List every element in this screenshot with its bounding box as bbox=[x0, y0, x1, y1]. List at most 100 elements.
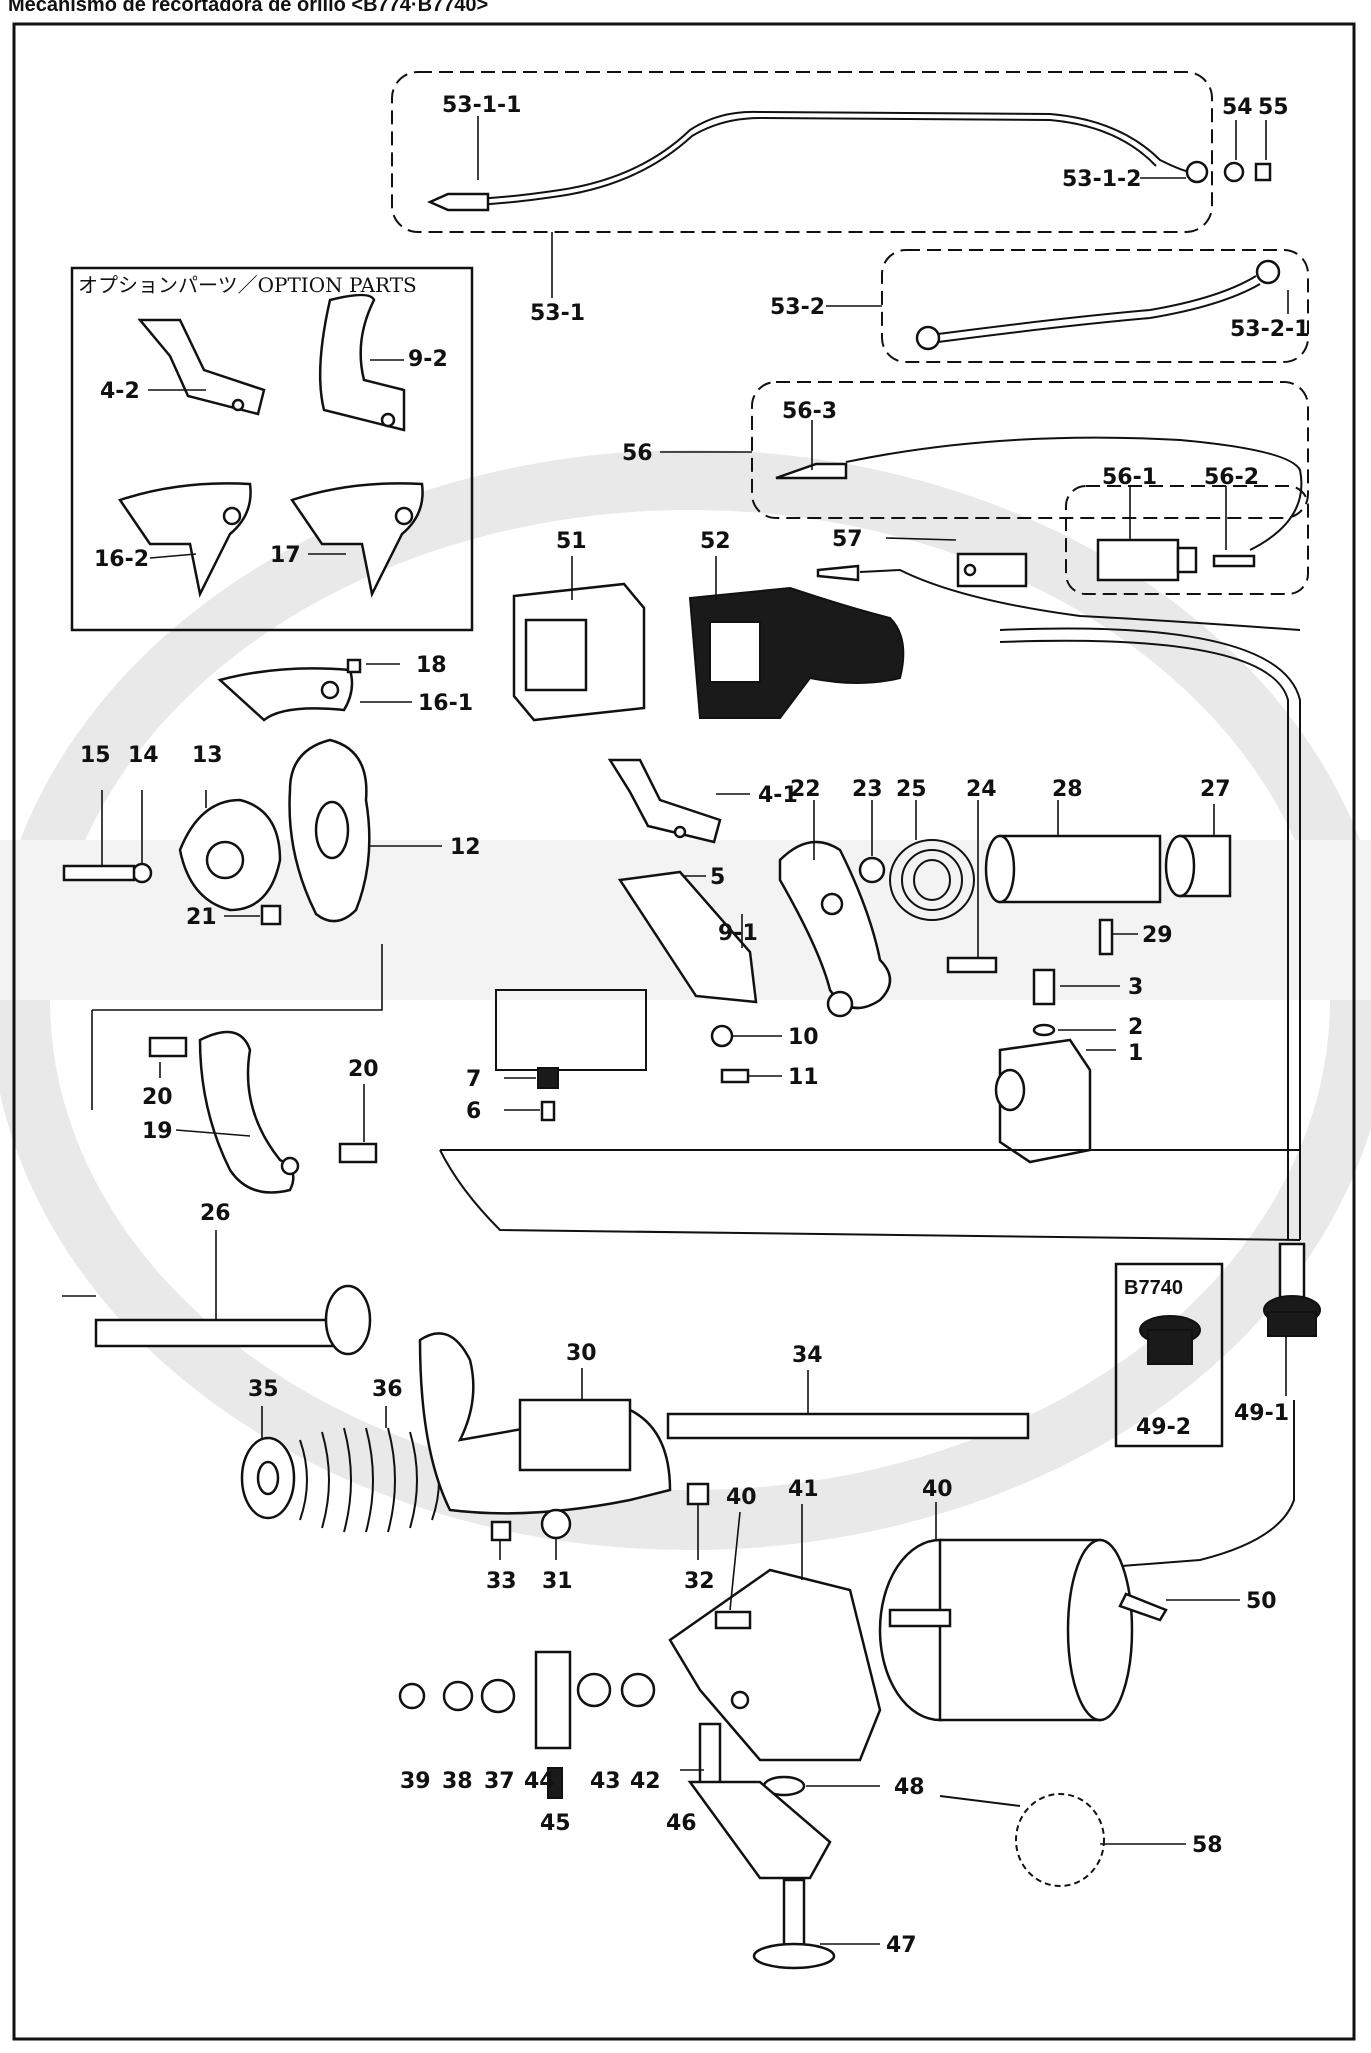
label-57: 57 bbox=[832, 527, 863, 552]
label-49-1: 49-1 bbox=[1234, 1401, 1289, 1426]
part-4-1 bbox=[607, 758, 722, 844]
outer-frame bbox=[12, 22, 1356, 2041]
cable-53-1 bbox=[426, 110, 1272, 212]
part-19-link bbox=[198, 1030, 300, 1194]
label-36: 36 bbox=[372, 1377, 403, 1402]
label-58: 58 bbox=[1192, 1833, 1223, 1858]
label-44: 44 bbox=[524, 1769, 555, 1794]
part-1-holder bbox=[994, 1038, 1092, 1164]
cable-56-box bbox=[751, 381, 1309, 519]
part-12 bbox=[288, 738, 371, 923]
part-32 bbox=[686, 1482, 710, 1506]
part-44 bbox=[534, 1650, 572, 1750]
cable-56 bbox=[775, 436, 1303, 582]
label-46: 46 bbox=[666, 1811, 697, 1836]
b7740-box bbox=[1114, 1262, 1224, 1448]
label-9-1: 9-1 bbox=[718, 921, 758, 946]
part-49-1 bbox=[1263, 1242, 1321, 1337]
part-50 bbox=[1118, 1592, 1168, 1622]
label-56: 56 bbox=[622, 441, 653, 466]
label-17: 17 bbox=[270, 543, 301, 568]
wire-tube-inner bbox=[999, 639, 1289, 1240]
page-title: Mecanismo de recortadora de orillo <B774… bbox=[8, 0, 489, 16]
part-43 bbox=[576, 1672, 612, 1708]
connector-cover-52 bbox=[688, 586, 905, 719]
part-27-bush bbox=[1164, 834, 1232, 898]
label-43: 43 bbox=[590, 1769, 621, 1794]
label-5: 5 bbox=[710, 865, 725, 890]
label-4-1: 4-1 bbox=[758, 783, 798, 808]
label-53-2-1: 53-2-1 bbox=[1230, 317, 1310, 342]
part-13 bbox=[178, 798, 282, 912]
label-6: 6 bbox=[466, 1099, 481, 1124]
label-22: 22 bbox=[790, 777, 821, 802]
option-part-4-2 bbox=[137, 318, 266, 416]
label-18: 18 bbox=[416, 653, 447, 678]
label-27: 27 bbox=[1200, 777, 1231, 802]
part-38 bbox=[442, 1680, 474, 1712]
label-14: 14 bbox=[128, 743, 159, 768]
label-21: 21 bbox=[186, 905, 217, 930]
part-11 bbox=[720, 1068, 750, 1084]
part-15-bolt bbox=[62, 864, 136, 882]
part-20b-screw bbox=[338, 1142, 378, 1164]
option-part-16-2 bbox=[118, 482, 252, 598]
label-56-3: 56-3 bbox=[782, 399, 837, 424]
part-35 bbox=[240, 1436, 296, 1520]
part-30-body bbox=[418, 1332, 672, 1515]
label-19: 19 bbox=[142, 1119, 173, 1144]
label-47: 47 bbox=[886, 1933, 917, 1958]
label-32: 32 bbox=[684, 1569, 715, 1594]
label-20b: 20 bbox=[348, 1057, 379, 1082]
label-20a: 20 bbox=[142, 1085, 173, 1110]
label-13: 13 bbox=[192, 743, 223, 768]
label-48: 48 bbox=[894, 1775, 925, 1800]
option-part-17 bbox=[290, 482, 424, 598]
wire-tube bbox=[999, 627, 1301, 1240]
label-15: 15 bbox=[80, 743, 111, 768]
part-47-bolt bbox=[752, 1878, 836, 1970]
label-30: 30 bbox=[566, 1341, 597, 1366]
label-28: 28 bbox=[1052, 777, 1083, 802]
base-plate bbox=[439, 989, 1301, 1241]
label-4-2: 4-2 bbox=[100, 379, 140, 404]
part-28-tube bbox=[984, 834, 1162, 904]
part-34-shaft bbox=[666, 1412, 1030, 1440]
label-34: 34 bbox=[792, 1343, 823, 1368]
connector-57 bbox=[816, 552, 1301, 631]
part-9-1 bbox=[617, 870, 758, 1004]
label-50: 50 bbox=[1246, 1589, 1277, 1614]
option-parts-title: オプションパーツ／OPTION PARTS bbox=[78, 273, 417, 297]
cable-56-1-box bbox=[1065, 485, 1309, 595]
part-20a-screw bbox=[148, 1036, 188, 1058]
label-26: 26 bbox=[200, 1201, 231, 1226]
small-parts-row bbox=[398, 1650, 656, 1799]
part-42 bbox=[620, 1672, 656, 1708]
label-9-2: 9-2 bbox=[408, 347, 448, 372]
label-55: 55 bbox=[1258, 95, 1289, 120]
label-1: 1 bbox=[1128, 1041, 1143, 1066]
dashed-guide-lines bbox=[91, 944, 383, 1110]
label-10: 10 bbox=[788, 1025, 819, 1050]
label-37: 37 bbox=[484, 1769, 515, 1794]
label-25: 25 bbox=[896, 777, 927, 802]
label-41: 41 bbox=[788, 1477, 819, 1502]
cable-53-2 bbox=[915, 259, 1281, 351]
label-16-1: 16-1 bbox=[418, 691, 473, 716]
connector-51 bbox=[512, 582, 646, 722]
part-10 bbox=[710, 1024, 734, 1048]
part-33 bbox=[490, 1520, 512, 1542]
label-53-1: 53-1 bbox=[530, 301, 585, 326]
label-53-2: 53-2 bbox=[770, 295, 825, 320]
leader-lines bbox=[62, 116, 1289, 1945]
label-39: 39 bbox=[400, 1769, 431, 1794]
cable-53-2-box bbox=[881, 249, 1309, 363]
part-39 bbox=[398, 1682, 426, 1710]
label-3: 3 bbox=[1128, 975, 1143, 1000]
label-54: 54 bbox=[1222, 95, 1253, 120]
part-6 bbox=[540, 1100, 556, 1122]
label-53-1-1: 53-1-1 bbox=[442, 93, 522, 118]
label-7: 7 bbox=[466, 1067, 481, 1092]
label-33: 33 bbox=[486, 1569, 517, 1594]
